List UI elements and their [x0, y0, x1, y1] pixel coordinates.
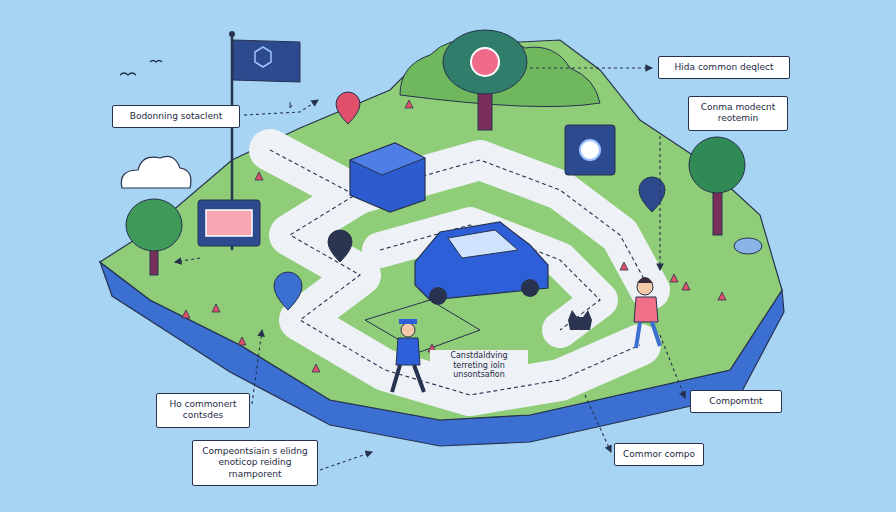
- callout-text: Bodonning sotaclent: [120, 111, 232, 122]
- callout-text: Hida common deqlect: [666, 62, 782, 73]
- callout-text: Commor compo: [622, 449, 696, 460]
- callout-text: Conma modecnt reotemin: [696, 102, 780, 125]
- road-label: Canstdaldving terreting ioln unsontsafio…: [430, 350, 528, 381]
- callout-box: Compomtnt: [690, 390, 782, 413]
- callout-text: Compeontsiain s elidng enoticop reiding …: [200, 446, 310, 480]
- callout-box: Ho commonert contsdes: [156, 393, 250, 428]
- callout-box: Hida common deqlect: [658, 56, 790, 79]
- callout-box: Compeontsiain s elidng enoticop reiding …: [192, 440, 318, 486]
- callout-text: Compomtnt: [698, 396, 774, 407]
- callout-box: Conma modecnt reotemin: [688, 96, 788, 131]
- callout-box: Commor compo: [614, 443, 704, 466]
- callout-box: Bodonning sotaclent: [112, 105, 240, 128]
- callout-text: Ho commonert contsdes: [164, 399, 242, 422]
